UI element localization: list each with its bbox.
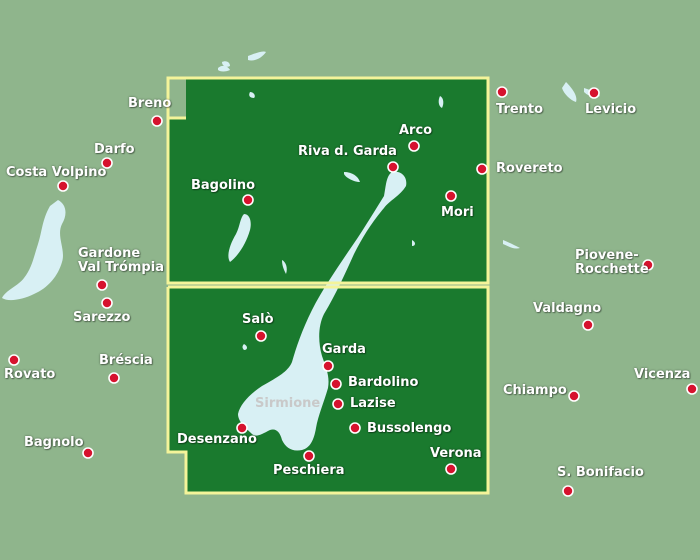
costa-volpino-marker[interactable] bbox=[57, 180, 69, 192]
lake-fragment-3 bbox=[503, 240, 520, 249]
lazise-label: Lazise bbox=[350, 396, 396, 411]
salo-marker[interactable] bbox=[255, 330, 267, 342]
vicenza-label: Vicenza bbox=[634, 367, 691, 382]
lake-small-2 bbox=[438, 96, 444, 108]
sarezzo-label: Sarezzo bbox=[73, 310, 131, 325]
lake-small-3 bbox=[249, 92, 255, 98]
lake-small-5 bbox=[242, 344, 247, 350]
darfo-label: Darfo bbox=[94, 142, 135, 157]
levicio-label: Levicio bbox=[585, 102, 637, 117]
vicenza-marker[interactable] bbox=[686, 383, 698, 395]
brescia-marker[interactable] bbox=[108, 372, 120, 384]
desenzano-label: Desenzano bbox=[177, 432, 257, 447]
lake-small-1 bbox=[222, 61, 230, 67]
lake-iseo bbox=[2, 200, 66, 301]
trento-label: Trento bbox=[496, 102, 544, 117]
breno-label: Breno bbox=[128, 96, 172, 111]
rovato-marker[interactable] bbox=[8, 354, 20, 366]
bonifacio-label: S. Bonifacio bbox=[557, 465, 644, 480]
gardone-label: Gardone Val Trómpia bbox=[78, 246, 164, 275]
desenzano-marker[interactable] bbox=[236, 422, 248, 434]
sheet-notch-south bbox=[164, 452, 186, 493]
bussolengo-label: Bussolengo bbox=[367, 421, 452, 436]
verona-label: Verona bbox=[430, 446, 482, 461]
riva-label: Riva d. Garda bbox=[298, 144, 397, 159]
trento-marker[interactable] bbox=[496, 86, 508, 98]
garda-marker[interactable] bbox=[322, 360, 334, 372]
border-north bbox=[166, 76, 490, 285]
brescia-label: Bréscia bbox=[99, 353, 153, 368]
lake-fragment-1 bbox=[248, 51, 266, 61]
outside-lakes bbox=[2, 51, 600, 301]
sheet-borders bbox=[166, 76, 490, 495]
town-markers bbox=[8, 86, 698, 497]
lake-fragment-2 bbox=[218, 65, 230, 72]
mori-marker[interactable] bbox=[445, 190, 457, 202]
rovato-label: Rovato bbox=[4, 367, 56, 382]
bagnolo-label: Bagnolo bbox=[24, 435, 84, 450]
rovereto-marker[interactable] bbox=[476, 163, 488, 175]
mori-label: Mori bbox=[441, 205, 474, 220]
lake-small-4 bbox=[282, 260, 287, 274]
bagnolo-marker[interactable] bbox=[82, 447, 94, 459]
lago-di-ledro bbox=[344, 172, 360, 182]
levicio-marker[interactable] bbox=[588, 87, 600, 99]
map-sheet-south[interactable] bbox=[168, 287, 488, 493]
peschiera-label: Peschiera bbox=[273, 463, 345, 478]
map-sheet-north[interactable] bbox=[168, 78, 488, 283]
salo-label: Salò bbox=[242, 312, 274, 327]
chiampo-marker[interactable] bbox=[568, 390, 580, 402]
gardone-marker[interactable] bbox=[96, 279, 108, 291]
garda-label: Garda bbox=[322, 342, 366, 357]
costa-volpino-label: Costa Volpino bbox=[6, 165, 107, 180]
arco-label: Arco bbox=[399, 123, 433, 138]
lake-small-6 bbox=[412, 240, 415, 246]
chiampo-label: Chiampo bbox=[503, 383, 567, 398]
border-south bbox=[166, 285, 490, 495]
valdagno-marker[interactable] bbox=[582, 319, 594, 331]
inside-lakes bbox=[222, 61, 444, 451]
bagolino-marker[interactable] bbox=[242, 194, 254, 206]
riva-marker[interactable] bbox=[387, 161, 399, 173]
piovene-marker[interactable] bbox=[642, 259, 654, 271]
lago-d-idro bbox=[228, 214, 251, 262]
bussolengo-marker[interactable] bbox=[349, 422, 361, 434]
lago-di-garda bbox=[238, 171, 407, 451]
bardolino-marker[interactable] bbox=[330, 378, 342, 390]
sirmione-label: Sirmione bbox=[255, 396, 321, 411]
lazise-marker[interactable] bbox=[332, 398, 344, 410]
breno-marker[interactable] bbox=[151, 115, 163, 127]
sarezzo-marker[interactable] bbox=[101, 297, 113, 309]
valdagno-label: Valdagno bbox=[533, 301, 602, 316]
bagolino-label: Bagolino bbox=[191, 178, 256, 193]
verona-marker[interactable] bbox=[445, 463, 457, 475]
darfo-marker[interactable] bbox=[101, 157, 113, 169]
bardolino-label: Bardolino bbox=[348, 375, 419, 390]
bonifacio-marker[interactable] bbox=[562, 485, 574, 497]
piovene-label: Piovene- Rocchette bbox=[575, 248, 649, 277]
arco-marker[interactable] bbox=[408, 140, 420, 152]
peschiera-marker[interactable] bbox=[303, 450, 315, 462]
rovereto-label: Rovereto bbox=[496, 161, 563, 176]
lake-caldonazzo bbox=[562, 82, 577, 102]
